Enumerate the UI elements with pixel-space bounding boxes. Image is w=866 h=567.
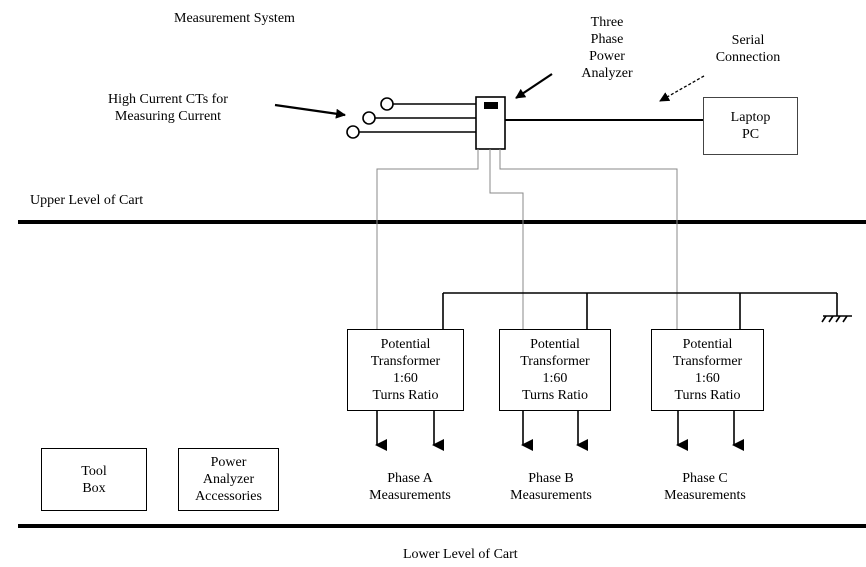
upper-level-label: Upper Level of Cart [30,193,144,208]
ct-probes [346,97,476,139]
potential-transformer-c: Potential Transformer 1:60 Turns Ratio [651,329,764,411]
analyzer-display [484,102,498,109]
measurement-arrows [375,410,744,451]
potential-transformer-a: Potential Transformer 1:60 Turns Ratio [347,329,464,411]
voltage-leads [376,149,678,329]
diagram-title: Measurement System [174,11,295,26]
common-bus [442,292,838,329]
phase-c-measurements-label: Phase C Measurements [664,471,746,503]
laptop-pc-box: Laptop PC [703,97,798,155]
phase-a-measurements-label: Phase A Measurements [369,471,451,503]
potential-transformer-b: Potential Transformer 1:60 Turns Ratio [499,329,611,411]
analyzer-arrow [515,73,553,99]
phase-b-measurements-label: Phase B Measurements [510,471,592,503]
ct-arrow [274,103,346,119]
tool-box: Tool Box [41,448,147,511]
serial-arrow [659,75,705,102]
power-analyzer-accessories-box: Power Analyzer Accessories [178,448,279,511]
serial-connection-label: Serial Connection [715,33,781,65]
lower-level-label: Lower Level of Cart [403,547,518,562]
high-current-cts-label: High Current CTs for Measuring Current [108,92,228,124]
ground-icon [821,315,852,323]
three-phase-analyzer-label: Three Phase Power Analyzer [581,15,633,81]
